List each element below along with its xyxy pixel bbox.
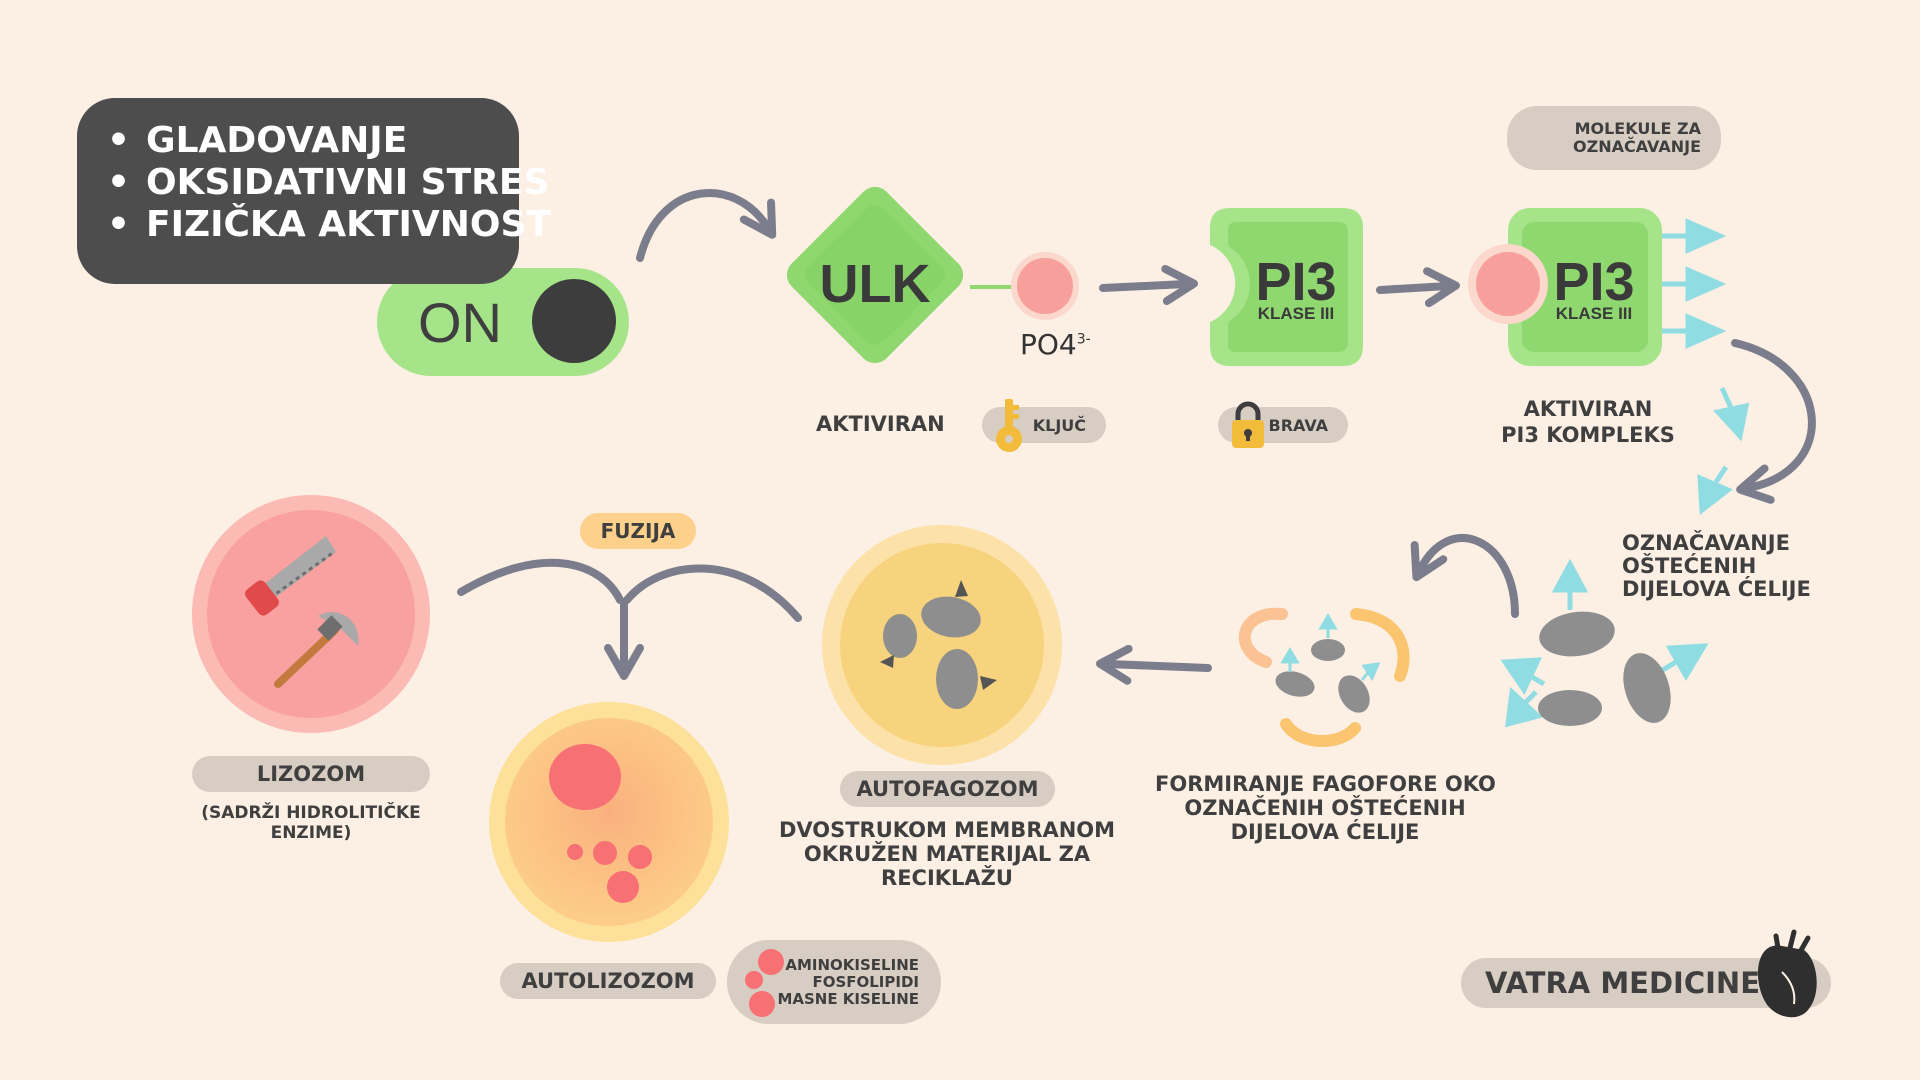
product-dots xyxy=(745,949,784,1017)
bound-phosphate xyxy=(1476,252,1540,316)
fusion-arrow-right xyxy=(623,564,802,622)
fusion-arrow-left xyxy=(457,558,624,604)
phagophore xyxy=(1238,607,1410,747)
autophagosome xyxy=(822,525,1062,765)
marker-legend-icon xyxy=(1523,107,1557,156)
arrow-to-pi3 xyxy=(1099,264,1198,305)
toggle-knob xyxy=(532,279,616,363)
tagged-damaged-parts xyxy=(1500,558,1709,728)
arrow-to-tagging xyxy=(1731,339,1816,504)
pi3-sublabel: KLASE III xyxy=(1258,304,1335,323)
arrow-to-ulk xyxy=(636,189,777,262)
on-toggle[interactable]: ON xyxy=(377,268,629,376)
arrow-to-active-pi3 xyxy=(1376,267,1460,308)
pi3-active-sublabel: KLASE III xyxy=(1556,304,1633,323)
marker-molecules xyxy=(1662,218,1727,349)
saw-icon xyxy=(245,536,336,616)
toggle-label: ON xyxy=(418,291,502,354)
ulk-label: ULK xyxy=(820,254,931,314)
autolysosome xyxy=(489,702,729,942)
phosphate-group xyxy=(1017,258,1073,314)
lysosome xyxy=(192,495,430,733)
arrow-to-autophagosome xyxy=(1096,644,1212,685)
pi3-active-complex: PI3 KLASE III xyxy=(1468,208,1662,366)
anatomical-heart-icon xyxy=(1757,929,1817,1018)
pi3-complex: PI3 KLASE III xyxy=(1210,208,1363,366)
falling-markers xyxy=(1697,386,1750,515)
pi3-label: PI3 xyxy=(1255,252,1336,312)
ulk-kinase: ULK xyxy=(786,186,964,364)
axe-icon xyxy=(274,612,359,688)
arrow-to-phagophore xyxy=(1410,534,1519,618)
pi3-active-label: PI3 xyxy=(1553,252,1634,312)
